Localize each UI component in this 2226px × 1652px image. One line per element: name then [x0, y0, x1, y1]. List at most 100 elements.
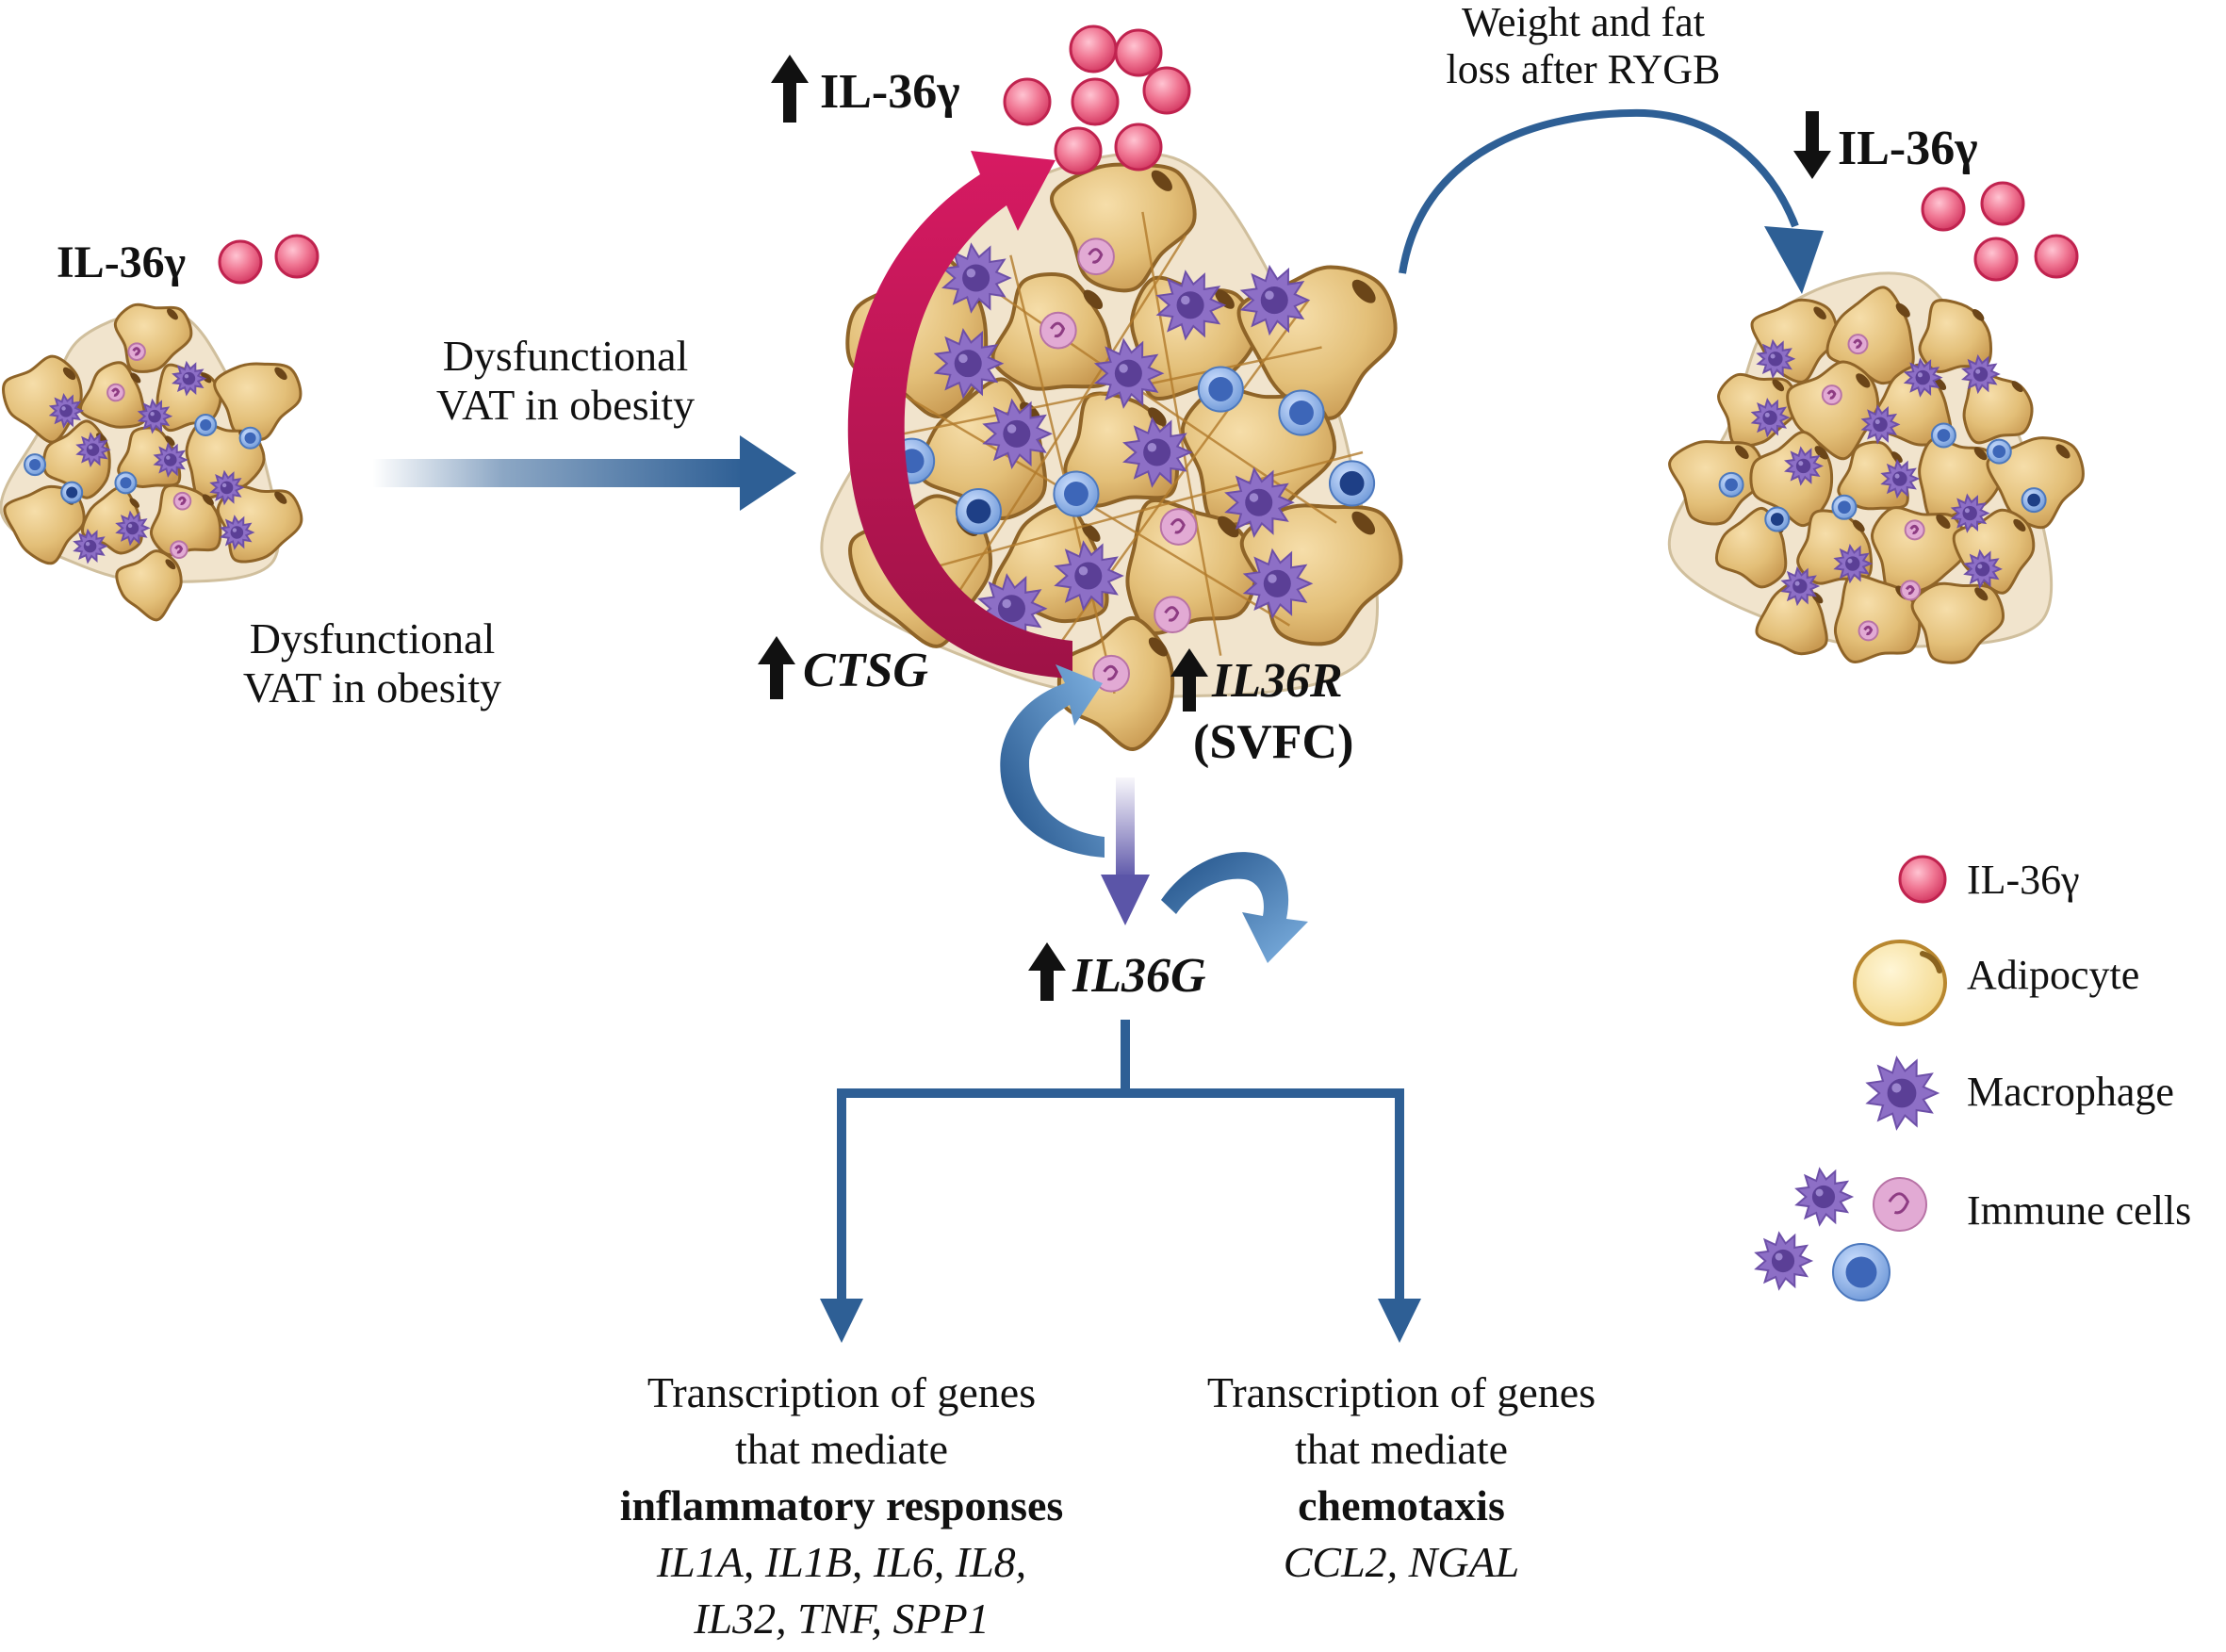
macrophage-cell: [1860, 404, 1901, 445]
arrow-label-line1: Dysfunctional: [442, 332, 689, 380]
weight-loss-label: Weight and fat loss after RYGB: [1404, 2, 1762, 90]
adipocyte: [1833, 573, 1922, 664]
immune-cell: [114, 471, 138, 495]
immune-cell: [1900, 580, 1922, 601]
il36g-particle-icon: [1054, 126, 1103, 175]
outcome-line2: that mediate: [1294, 1425, 1509, 1473]
immune-cell: [1718, 471, 1744, 498]
immune-cell: [1092, 654, 1131, 693]
il36g-particle-icon: [1898, 855, 1947, 904]
adipocyte: [1910, 581, 2005, 664]
macrophage-cell: [172, 360, 207, 397]
legend-label-immune-cells: Immune cells: [1967, 1187, 2192, 1234]
macrophage-cell: [1155, 270, 1227, 341]
macrophage-cell: [1950, 493, 1990, 533]
up-arrow-icon: [1028, 942, 1066, 1001]
weight-loss-line2: loss after RYGB: [1446, 46, 1721, 92]
gene-list-line1: CCL2, NGAL: [1283, 1538, 1520, 1586]
fibrosis-fiber: [1043, 299, 1310, 666]
immune-cell: [1764, 506, 1791, 532]
adipocyte: [149, 483, 222, 557]
arrow-il36g-release: [847, 151, 1072, 679]
immune-cell: [1159, 508, 1198, 546]
weight-loss-line1: Weight and fat: [1462, 0, 1705, 45]
macrophage-cell: [153, 442, 188, 478]
macrophage-cell: [1833, 544, 1874, 584]
regulation-arrows: [758, 55, 1831, 1001]
immune-cell: [1832, 1243, 1890, 1301]
branch-connector: [837, 1020, 1404, 1300]
arrow-label-dysfunctional: Dysfunctional VAT in obesity: [396, 335, 735, 427]
macrophage-cell: [1750, 397, 1791, 438]
immune-cell: [1930, 422, 1956, 449]
arrow-to-obese-vat: [372, 435, 796, 511]
immune-cell: [1278, 389, 1325, 436]
macrophage-cell: [48, 392, 85, 429]
immune-cell: [1831, 494, 1858, 520]
arrow-curl-feedback-right: [1161, 852, 1308, 963]
immune-cell: [172, 491, 192, 511]
il36g-particle-icon: [1921, 187, 1966, 232]
il36g-label-left: IL-36γ: [57, 237, 187, 287]
vat-cluster-left: [0, 303, 303, 622]
macrophage-cell: [1961, 353, 2001, 395]
cluster-caption-line2: VAT in obesity: [242, 663, 502, 712]
immune-cell: [955, 488, 1002, 535]
arrow-label-line2: VAT in obesity: [435, 381, 696, 429]
legend-label-adipocyte: Adipocyte: [1967, 952, 2140, 998]
adipocyte: [1986, 436, 2085, 530]
il36g-particle-icon: [1142, 66, 1191, 115]
immune-cell: [1053, 470, 1100, 517]
down-arrow-icon: [1793, 111, 1831, 179]
adipocyte: [1870, 506, 1969, 597]
macrophage-cell: [1756, 338, 1796, 379]
immune-cell: [127, 342, 146, 361]
adipocyte: [213, 362, 303, 442]
macrophage-cell: [1880, 458, 1921, 499]
immune-cells-icon: [1754, 1167, 1927, 1301]
macrophage-cell: [1963, 548, 2003, 589]
up-arrow-icon: [758, 636, 795, 699]
immune-cell: [1197, 366, 1244, 413]
legend-label-macrophage: Macrophage: [1967, 1069, 2174, 1115]
outcome-line2: that mediate: [734, 1425, 949, 1473]
ctsg-label: CTSG: [803, 644, 928, 697]
outcome-line1: Transcription of genes: [1206, 1368, 1596, 1416]
gene-list-line2: IL32, TNF, SPP1: [694, 1595, 990, 1643]
macrophage-cell: [1054, 540, 1124, 612]
il36g-particles-right: [1921, 181, 2079, 282]
macrophage-cell: [1780, 565, 1821, 607]
il36g-particle-icon: [274, 234, 319, 279]
up-arrow-icon: [771, 55, 809, 123]
macrophage-cell: [1093, 337, 1165, 409]
branch-arrowhead-left: [820, 1299, 863, 1343]
svfc-label: (SVFC): [1193, 715, 1354, 769]
immune-cell: [1986, 438, 2012, 465]
il36g-particle-icon: [1980, 181, 2025, 226]
cluster-caption-line1: Dysfunctional: [249, 614, 496, 662]
immune-cell: [1847, 334, 1869, 355]
immune-cell: [1821, 384, 1842, 406]
outcome-chemotaxis: Transcription of genes that mediate chem…: [1119, 1371, 1684, 1584]
macrophage-cell: [209, 469, 245, 506]
legend-icons: [1754, 855, 1947, 1301]
adipocyte: [115, 549, 183, 622]
macrophage-cell: [933, 327, 1005, 400]
macrophage-cell: [73, 528, 108, 564]
immune-cell: [2021, 487, 2047, 514]
macrophage-cell: [75, 432, 111, 468]
macrophage-icon: [1865, 1055, 1940, 1131]
arrow-weight-loss: [1399, 108, 1824, 294]
il36g-label-top: IL-36γ: [820, 65, 960, 119]
macrophage-icon: [1865, 1055, 1940, 1131]
adipocyte: [1962, 370, 2034, 445]
il36g-particles-left: [218, 234, 319, 285]
il36g-particle-icon: [1114, 123, 1163, 172]
outcome-line1: Transcription of genes: [647, 1368, 1037, 1416]
macrophage-cell: [1784, 446, 1824, 486]
arrow-curl-feedback-left: [1000, 664, 1105, 858]
macrophage-cell: [115, 510, 151, 547]
macrophage-cell: [1903, 357, 1943, 398]
il36g-particle-icon: [218, 239, 263, 285]
